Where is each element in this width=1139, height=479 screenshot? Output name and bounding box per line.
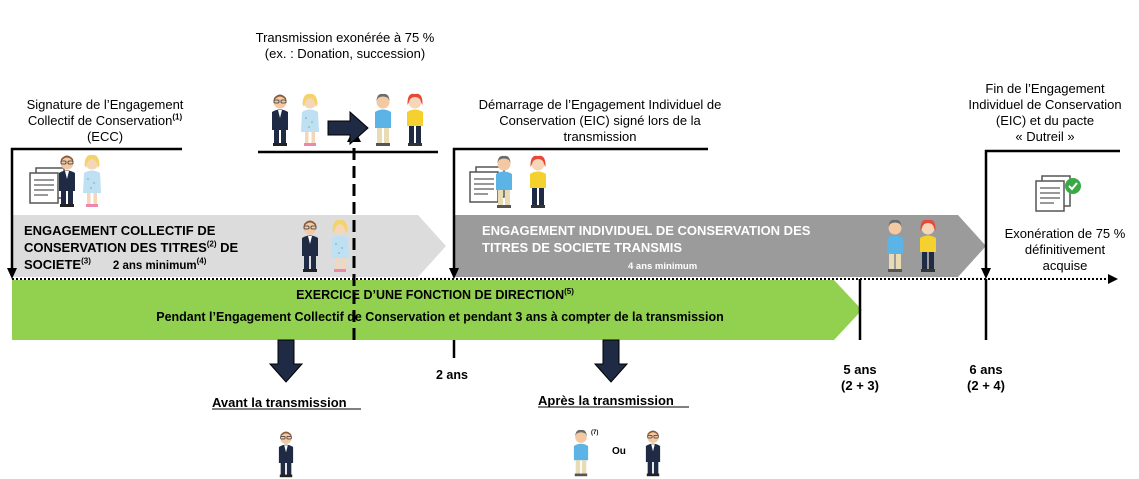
ecc-start-marker (10, 147, 182, 272)
apres-note-ref: (7) (591, 430, 599, 436)
young-man-icon (887, 219, 903, 272)
young-woman-icon (530, 155, 546, 208)
transmission-right-arrow (327, 110, 369, 146)
woman-icon (83, 154, 101, 207)
ecc-band-title: ENGAGEMENT COLLECTIF DE CONSERVATION DES… (24, 223, 239, 272)
validated-document-icon (1035, 175, 1081, 212)
man-icon (271, 94, 289, 147)
down-arrow-avant (268, 339, 304, 383)
eic-band (454, 215, 986, 277)
woman-icon (331, 219, 349, 272)
eic-band-title: ENGAGEMENT INDIVIDUEL DE CONSERVATION DE… (482, 223, 811, 255)
direction-band (12, 280, 862, 340)
mark-6ans: 6 ans (2 + 4) (967, 362, 1005, 393)
young-man-icon (375, 93, 391, 146)
avant-label: Avant la transmission (212, 395, 347, 410)
man-icon (58, 155, 76, 208)
young-woman-icon (920, 219, 936, 272)
down-arrow-apres (593, 339, 629, 383)
mark-2ans: 2 ans (436, 368, 468, 382)
timeline-arrowhead (1108, 274, 1118, 284)
fin-label: Fin de l’Engagement Individuel de Conser… (968, 81, 1122, 144)
transmission-label: Transmission exonérée à 75 % (ex. : Dona… (255, 30, 435, 61)
young-man-icon (496, 155, 512, 208)
young-man-icon (573, 429, 589, 477)
ecc-duration: 2 ans minimum (112, 260, 197, 272)
fin-marker (984, 149, 1120, 272)
young-woman-icon (407, 93, 423, 146)
eic-start-marker (452, 147, 708, 272)
eic-duration: 4 ans minimum (628, 261, 698, 272)
signature-label: Signature de l’Engagement Collectif de C… (26, 97, 184, 144)
mark-5ans: 5 ans (2 + 3) (841, 362, 879, 393)
ou-label: Ou (612, 446, 626, 457)
man-icon (278, 431, 294, 478)
demarrage-label: Démarrage de l’Engagement Individuel de … (478, 97, 722, 144)
man-icon (645, 430, 661, 477)
exoneration-label: Exonération de 75 % définitivement acqui… (1004, 226, 1126, 273)
apres-label: Après la transmission (538, 393, 674, 408)
direction-title: EXERCICE D’UNE FONCTION DE DIRECTION(5) (296, 286, 574, 302)
direction-subtitle: Pendant l’Engagement Collectif de Conser… (156, 310, 724, 324)
woman-icon (301, 93, 319, 146)
